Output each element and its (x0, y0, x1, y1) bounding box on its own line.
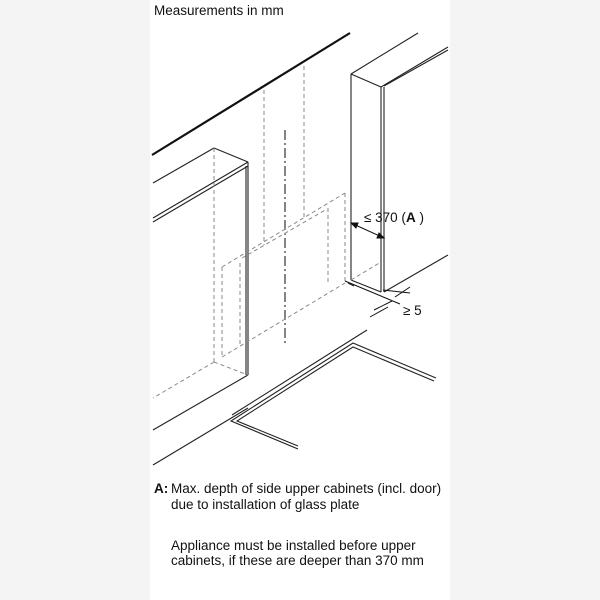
legend-key: A: (154, 481, 169, 496)
installation-note: Appliance must be installed before upper… (171, 538, 424, 568)
left-upper-cabinet (152, 147, 249, 431)
gap-dimension-lines (344, 280, 411, 318)
chimney-hidden-lines (263, 66, 305, 245)
drawing-panel (150, 0, 450, 600)
worktop-edge (152, 282, 368, 466)
cooktop-outline (229, 342, 437, 450)
legend-text: Max. depth of side upper cabinets (incl.… (171, 481, 442, 512)
depth-dimension-label: ≤ 370 (A ) (364, 210, 424, 225)
right-upper-cabinet (350, 32, 449, 293)
depth-dimension-line (349, 222, 386, 239)
hood-hidden-outline (221, 192, 346, 358)
right-cabinet-hidden-line (350, 261, 382, 281)
gap-dimension-label: ≥ 5 (403, 303, 422, 318)
left-cabinet-hidden-lines (152, 148, 249, 399)
wall-ceiling-edge (151, 32, 351, 156)
measurements-title: Measurements in mm (154, 3, 284, 18)
